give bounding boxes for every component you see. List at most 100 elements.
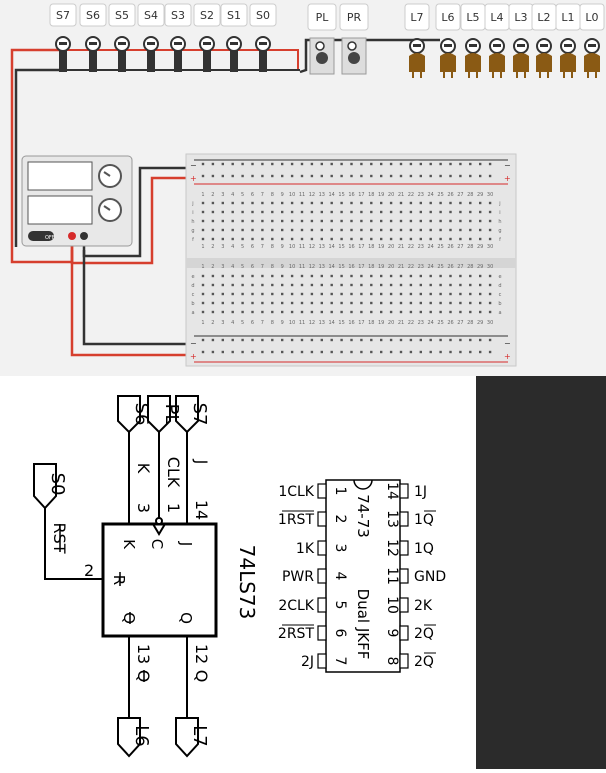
wire-label-k: K <box>134 463 153 474</box>
pinout-body-bottom: Dual JKFF <box>354 589 372 660</box>
wire-black-lower[interactable] <box>82 250 190 346</box>
breadboard-column-label: 12 <box>309 320 315 326</box>
output-label-l7: L7 <box>189 725 210 746</box>
pinout-left-num: 3 <box>332 544 348 553</box>
breadboard-column-label: 14 <box>329 192 335 198</box>
power-toggle <box>28 231 54 241</box>
breadboard-column-label: 14 <box>329 320 335 326</box>
box-pin-q: Q <box>177 612 195 624</box>
pinout-right-pin <box>399 625 409 641</box>
breadboard-column-label: 11 <box>299 264 305 270</box>
circuit-canvas[interactable]: S7 S6 S5 S4 S3 S2 S1 S0 PL PR L7 L6 L5 <box>0 0 606 376</box>
breadboard-column-label: 26 <box>447 192 453 198</box>
breadboard-column-label: 2 <box>211 244 214 250</box>
pinout-left-label: 2CLK <box>278 598 314 614</box>
breadboard-row-label: h <box>498 219 501 225</box>
breadboard-column-label: 10 <box>289 192 295 198</box>
pinout-left-pin <box>317 540 327 556</box>
breadboard-column-label: 26 <box>447 320 453 326</box>
pinout-left-label: 2J <box>301 654 314 670</box>
breadboard-row-label: h <box>191 219 194 225</box>
breadboard-column-label: 3 <box>221 264 224 270</box>
breadboard-column-label: 27 <box>457 244 463 250</box>
output-tag-l7-shape <box>175 717 199 758</box>
wire-black-psu[interactable] <box>82 166 190 258</box>
pinout-right-label: 1Q <box>414 541 434 557</box>
switch-label-s1: S1 <box>227 9 241 22</box>
breadboard-column-label: 10 <box>289 320 295 326</box>
pinout-right-num: 12 <box>384 539 400 557</box>
breadboard-column-label: 28 <box>467 192 473 198</box>
breadboard-column-label: 27 <box>457 192 463 198</box>
pinout-left-label: 2RST <box>278 626 315 642</box>
wire-red-lower[interactable] <box>70 250 190 357</box>
pinout-right-label: 1Q <box>414 512 434 528</box>
breadboard-column-label: 15 <box>338 264 344 270</box>
breadboard-row-label: b <box>498 301 501 307</box>
wire-black-left[interactable] <box>14 68 60 247</box>
push-button-pl[interactable] <box>309 37 335 75</box>
breadboard-column-label: 15 <box>338 320 344 326</box>
breadboard-column-label: 7 <box>261 320 264 326</box>
pinout-left-pin <box>317 483 327 499</box>
switch-label-s7: S7 <box>56 9 70 22</box>
wire-label-j: J <box>192 459 211 465</box>
breadboard-column-label: 12 <box>309 244 315 250</box>
power-off-label: OFF <box>45 235 55 241</box>
breadboard-row-label: f <box>499 237 501 243</box>
breadboard-column-label: 10 <box>289 264 295 270</box>
input-tag-pl-shape <box>147 395 171 434</box>
pinout-left-label: 1CLK <box>278 484 314 500</box>
pinout-left-label: 1RST <box>278 512 315 528</box>
breadboard-column-label: 30 <box>487 264 493 270</box>
box-pin-qbar: Q <box>120 612 138 624</box>
breadboard-column-label: 3 <box>221 244 224 250</box>
push-button-pr[interactable] <box>341 37 367 75</box>
breadboard-row-label: j <box>498 201 500 207</box>
pinout-right-pin <box>399 597 409 613</box>
breadboard-column-label: 28 <box>467 264 473 270</box>
breadboard-column-label: 21 <box>398 244 404 250</box>
rail-plus-bottom-right: + <box>504 352 511 361</box>
breadboard-column-label: 18 <box>368 192 374 198</box>
pinout-right-num: 11 <box>384 567 400 585</box>
breadboard-column-label: 24 <box>428 192 434 198</box>
breadboard-column-label: 22 <box>408 264 414 270</box>
breadboard-column-label: 1 <box>201 320 204 326</box>
breadboard-column-label: 11 <box>299 320 305 326</box>
breadboard-column-label: 17 <box>358 244 364 250</box>
pinout-right-num: 8 <box>384 657 400 666</box>
breadboard-row-label: c <box>192 292 195 298</box>
dark-panel <box>476 376 606 769</box>
breadboard-column-label: 19 <box>378 244 384 250</box>
breadboard-column-label: 18 <box>368 264 374 270</box>
breadboard-column-label: 18 <box>368 320 374 326</box>
breadboard-column-label: 3 <box>221 192 224 198</box>
box-pin-j: J <box>177 541 195 546</box>
breadboard-column-label: 8 <box>271 192 274 198</box>
breadboard-column-label: 26 <box>447 264 453 270</box>
pinout-left-pin <box>317 568 327 584</box>
breadboard-column-label: 22 <box>408 320 414 326</box>
power-supply[interactable]: OFF <box>21 155 133 247</box>
pinout-right-label: 2Q <box>414 626 434 642</box>
breadboard-column-label: 15 <box>338 192 344 198</box>
wire-red-top[interactable] <box>60 49 299 70</box>
led-label-l2: L2 <box>537 11 550 24</box>
breadboard-row-label: a <box>498 310 501 316</box>
slide-switches[interactable] <box>55 36 271 72</box>
breadboard-column-label: 13 <box>319 244 325 250</box>
leds[interactable] <box>409 38 600 78</box>
wire-black-top[interactable] <box>299 38 440 74</box>
pinout-right-label: 1J <box>414 484 427 500</box>
breadboard-column-label: 8 <box>271 264 274 270</box>
wire-label-q: Q <box>192 670 211 683</box>
pinout-right-num: 14 <box>384 482 400 500</box>
breadboard-column-label: 7 <box>261 244 264 250</box>
breadboard-column-label: 29 <box>477 264 483 270</box>
breadboard-column-label: 16 <box>348 192 354 198</box>
breadboard-column-label: 23 <box>418 264 424 270</box>
breadboard-column-label: 23 <box>418 192 424 198</box>
pinout-right-num: 10 <box>384 596 400 614</box>
